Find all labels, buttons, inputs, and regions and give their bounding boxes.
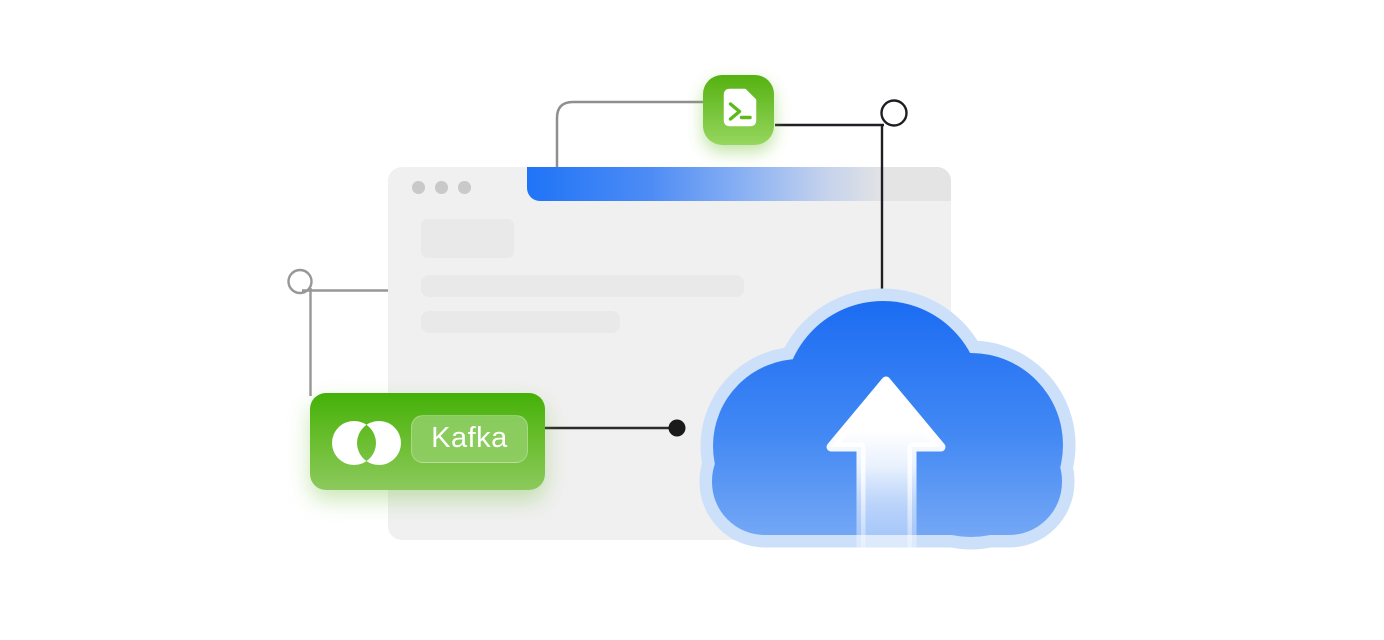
prompt-chevron-icon <box>728 102 742 121</box>
placeholder-block <box>421 219 514 258</box>
kafka-label: Kafka <box>431 421 508 454</box>
window-dot <box>435 181 448 194</box>
kafka-badge: Kafka <box>310 393 545 490</box>
window-dot <box>412 181 425 194</box>
left-pigtail-loop-icon <box>287 268 313 295</box>
window-dot <box>458 181 471 194</box>
placeholder-line <box>421 311 620 333</box>
script-to-window-line <box>555 100 703 168</box>
script-tile <box>703 75 774 145</box>
placeholder-line <box>421 275 744 297</box>
window-traffic-dots <box>412 181 471 194</box>
venn-circles-shape <box>332 421 401 465</box>
kafka-label-box: Kafka <box>411 415 528 463</box>
venn-circles-icon <box>332 421 401 465</box>
right-pigtail-loop-icon <box>880 99 908 127</box>
shell-script-file-icon <box>723 88 757 127</box>
window-accent-gradient-bar <box>527 167 951 201</box>
